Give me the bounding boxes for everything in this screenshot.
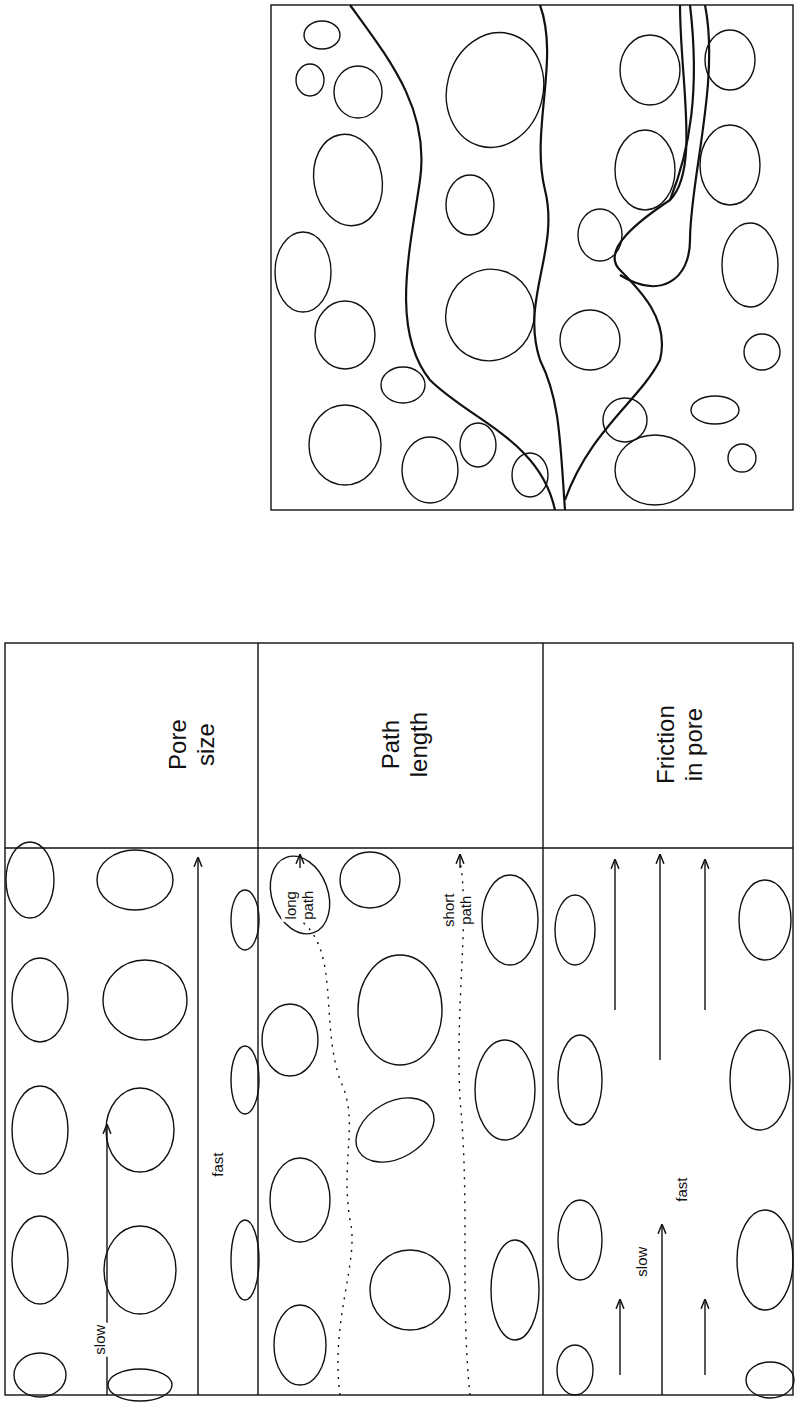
flow-paths [350, 5, 709, 510]
row-heading: Path length [376, 703, 433, 787]
speed-label: fast [672, 1176, 691, 1204]
path-label: short path [440, 891, 477, 928]
table-frame [5, 643, 793, 1395]
speed-label: slow [632, 1245, 651, 1279]
speed-label: slow [90, 1323, 109, 1357]
row-heading: Friction in pore [651, 693, 708, 797]
speed-label: fast [208, 1151, 227, 1179]
row-heading: Pore size [163, 708, 220, 782]
grains [260, 848, 539, 1385]
grains [6, 842, 259, 1401]
grains [555, 880, 794, 1398]
sample-frame [271, 5, 793, 510]
grains [275, 21, 780, 505]
path-label: long path [282, 888, 319, 921]
